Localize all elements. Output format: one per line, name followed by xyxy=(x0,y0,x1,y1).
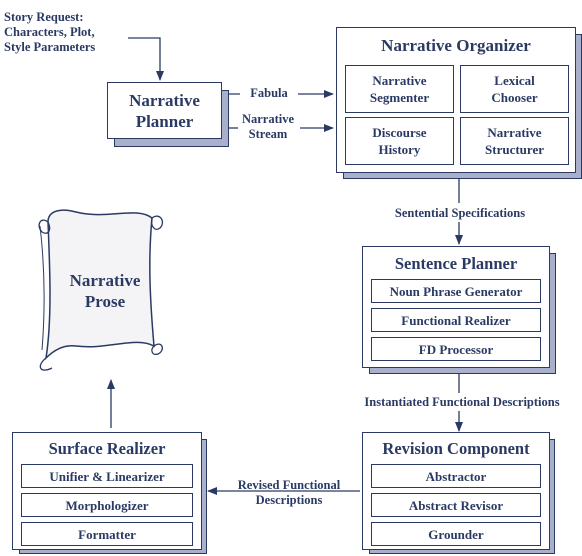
narrative-planner-line-2: Planner xyxy=(135,111,194,131)
edge-label-narrative-stream: Narrative Stream xyxy=(236,112,300,142)
module-abstractor: Abstractor xyxy=(371,464,541,488)
narrative-planner: Narrative Planner xyxy=(107,82,222,139)
sentence-planner-title: Sentence Planner xyxy=(394,254,518,273)
narrative-planner-line-1: Narrative xyxy=(129,90,200,110)
module-morphologizer: Morphologizer xyxy=(21,493,193,517)
scroll-icon xyxy=(38,209,164,371)
input-story-request: Story Request: Characters, Plot, Style P… xyxy=(4,10,126,55)
narrative-organizer-title: Narrative Organizer xyxy=(381,36,531,55)
edge-stream-line-1: Narrative xyxy=(241,112,295,126)
surface-realizer-title: Surface Realizer xyxy=(48,439,166,458)
edge-revised-line-2: Descriptions xyxy=(255,493,323,507)
edge-revised-line-1: Revised Functional xyxy=(237,478,341,492)
input-line-1: Story Request: xyxy=(4,10,84,24)
input-line-3: Style Parameters xyxy=(4,40,96,54)
output-narrative-prose: Narrative Prose xyxy=(60,270,150,312)
surface-realizer: Surface Realizer Unifier & Linearizer Mo… xyxy=(12,432,202,550)
module-noun-phrase-generator: Noun Phrase Generator xyxy=(371,279,541,303)
module-unifier-linearizer: Unifier & Linearizer xyxy=(21,464,193,488)
edge-label-sentential-specifications: Sentential Specifications xyxy=(394,206,526,220)
output-line-1: Narrative xyxy=(69,271,141,290)
edge-stream-line-2: Stream xyxy=(248,127,288,141)
module-functional-realizer: Functional Realizer xyxy=(371,308,541,332)
sentence-planner: Sentence Planner Noun Phrase Generator F… xyxy=(362,246,550,368)
edge-label-fabula: Fabula xyxy=(250,86,288,100)
module-grounder: Grounder xyxy=(371,522,541,546)
revision-component: Revision Component Abstractor Abstract R… xyxy=(362,432,550,550)
arrow-input-to-planner xyxy=(128,37,164,81)
module-abstract-revisor: Abstract Revisor xyxy=(371,493,541,517)
module-fd-processor: FD Processor xyxy=(371,337,541,361)
revision-component-title: Revision Component xyxy=(382,439,530,458)
input-line-2: Characters, Plot, xyxy=(4,25,95,39)
module-formatter: Formatter xyxy=(21,522,193,546)
output-line-2: Prose xyxy=(84,292,126,311)
edge-label-revised-functional-descriptions: Revised Functional Descriptions xyxy=(222,478,356,508)
edge-label-instantiated-functional-descriptions: Instantiated Functional Descriptions xyxy=(364,395,560,409)
